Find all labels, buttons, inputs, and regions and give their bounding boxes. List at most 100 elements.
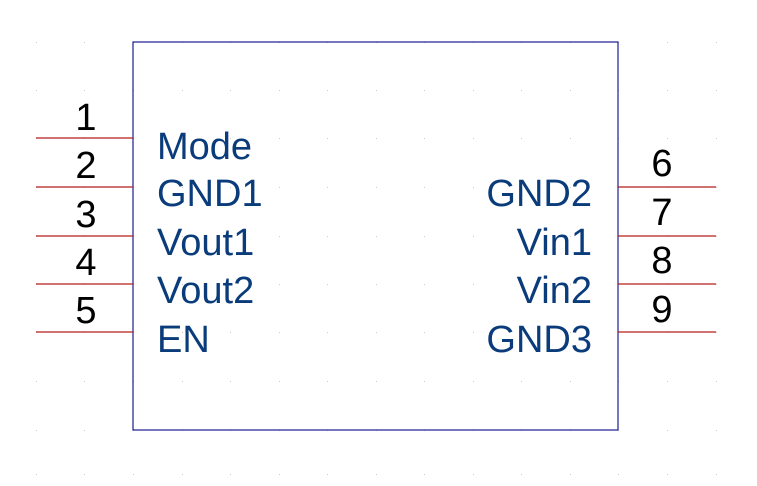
pin-8-number: 8 [651, 240, 672, 282]
grid-dot [84, 42, 85, 43]
grid-dot [376, 332, 377, 333]
grid-dot [279, 381, 280, 382]
grid-dot [424, 187, 425, 188]
grid-dot [667, 138, 668, 139]
pin-3-name: Vout1 [157, 222, 254, 264]
grid-dot [182, 332, 183, 333]
grid-dot [424, 474, 425, 475]
grid-dot [279, 284, 280, 285]
grid-dot [570, 138, 571, 139]
left-pin-4[interactable]: 4 Vout2 [36, 242, 254, 312]
grid-dot [376, 187, 377, 188]
grid-dot [716, 236, 717, 237]
grid-dot [716, 187, 717, 188]
grid-dot [667, 42, 668, 43]
grid-dot [473, 90, 474, 91]
grid-dot [570, 332, 571, 333]
grid-dot [230, 474, 231, 475]
grid-dot [570, 187, 571, 188]
pin-6-name: GND2 [486, 173, 592, 215]
grid-dot [279, 332, 280, 333]
grid-dot [473, 187, 474, 188]
grid-dot [473, 138, 474, 139]
grid-dot [36, 42, 37, 43]
grid-dot [84, 90, 85, 91]
left-pin-2[interactable]: 2 GND1 [36, 145, 263, 215]
grid-dot [473, 284, 474, 285]
grid-dot [327, 138, 328, 139]
left-pin-5[interactable]: 5 EN [36, 290, 210, 361]
grid-dot [570, 381, 571, 382]
right-pin-8[interactable]: 8 Vin2 [517, 240, 716, 312]
grid-dot [716, 138, 717, 139]
grid-dot [424, 284, 425, 285]
grid-dot [667, 474, 668, 475]
grid-dot [376, 236, 377, 237]
grid-dot [36, 430, 37, 431]
grid-dot [84, 381, 85, 382]
grid-dot [424, 236, 425, 237]
grid-dot [521, 187, 522, 188]
grid-dot [182, 90, 183, 91]
pin-4-number: 4 [75, 242, 96, 284]
right-pin-9[interactable]: 9 GND3 [486, 289, 716, 361]
grid-dot [182, 138, 183, 139]
grid-dot [667, 430, 668, 431]
pin-5-name: EN [157, 319, 210, 361]
grid-dot [521, 236, 522, 237]
grid-dot [716, 381, 717, 382]
right-pin-7[interactable]: 7 Vin1 [517, 192, 716, 264]
grid-dot [424, 332, 425, 333]
pin-8-name: Vin2 [517, 270, 592, 312]
grid-dot [570, 90, 571, 91]
pin-7-name: Vin1 [517, 222, 592, 264]
grid-dot [279, 474, 280, 475]
left-pin-1[interactable]: 1 Mode [36, 97, 252, 168]
grid-dot [521, 284, 522, 285]
pin-4-name: Vout2 [157, 270, 254, 312]
grid-dot [230, 332, 231, 333]
grid-dot [570, 474, 571, 475]
grid-dot [327, 90, 328, 91]
grid-dot [716, 284, 717, 285]
grid-dot [36, 381, 37, 382]
grid-dot [279, 90, 280, 91]
pin-1-name: Mode [157, 126, 252, 168]
grid-dot [376, 90, 377, 91]
grid-dot [182, 474, 183, 475]
grid-dot [521, 474, 522, 475]
grid-dot [230, 381, 231, 382]
grid-dot [716, 474, 717, 475]
grid-dot [230, 284, 231, 285]
grid-dot [327, 381, 328, 382]
grid-dot [279, 236, 280, 237]
grid-dot [230, 138, 231, 139]
grid-dot [424, 138, 425, 139]
grid-dot [279, 138, 280, 139]
grid-dot [36, 474, 37, 475]
grid-dot [376, 138, 377, 139]
grid-dot [376, 381, 377, 382]
grid-dot [473, 236, 474, 237]
grid-dot [570, 284, 571, 285]
pin-3-number: 3 [75, 194, 96, 236]
grid-dot [327, 474, 328, 475]
grid-dot [667, 381, 668, 382]
pin-9-name: GND3 [486, 319, 592, 361]
pin-2-name: GND1 [157, 173, 263, 215]
left-pin-3[interactable]: 3 Vout1 [36, 194, 254, 264]
pin-1-number: 1 [75, 97, 96, 139]
grid-dot [521, 90, 522, 91]
pin-9-number: 9 [651, 289, 672, 331]
grid-dots [36, 42, 717, 475]
grid-dot [133, 474, 134, 475]
grid-dot [716, 430, 717, 431]
grid-dot [716, 42, 717, 43]
grid-dot [618, 474, 619, 475]
grid-dot [716, 90, 717, 91]
grid-dot [36, 90, 37, 91]
grid-dot [473, 474, 474, 475]
grid-dot [327, 332, 328, 333]
right-pin-6[interactable]: 6 GND2 [486, 143, 716, 215]
